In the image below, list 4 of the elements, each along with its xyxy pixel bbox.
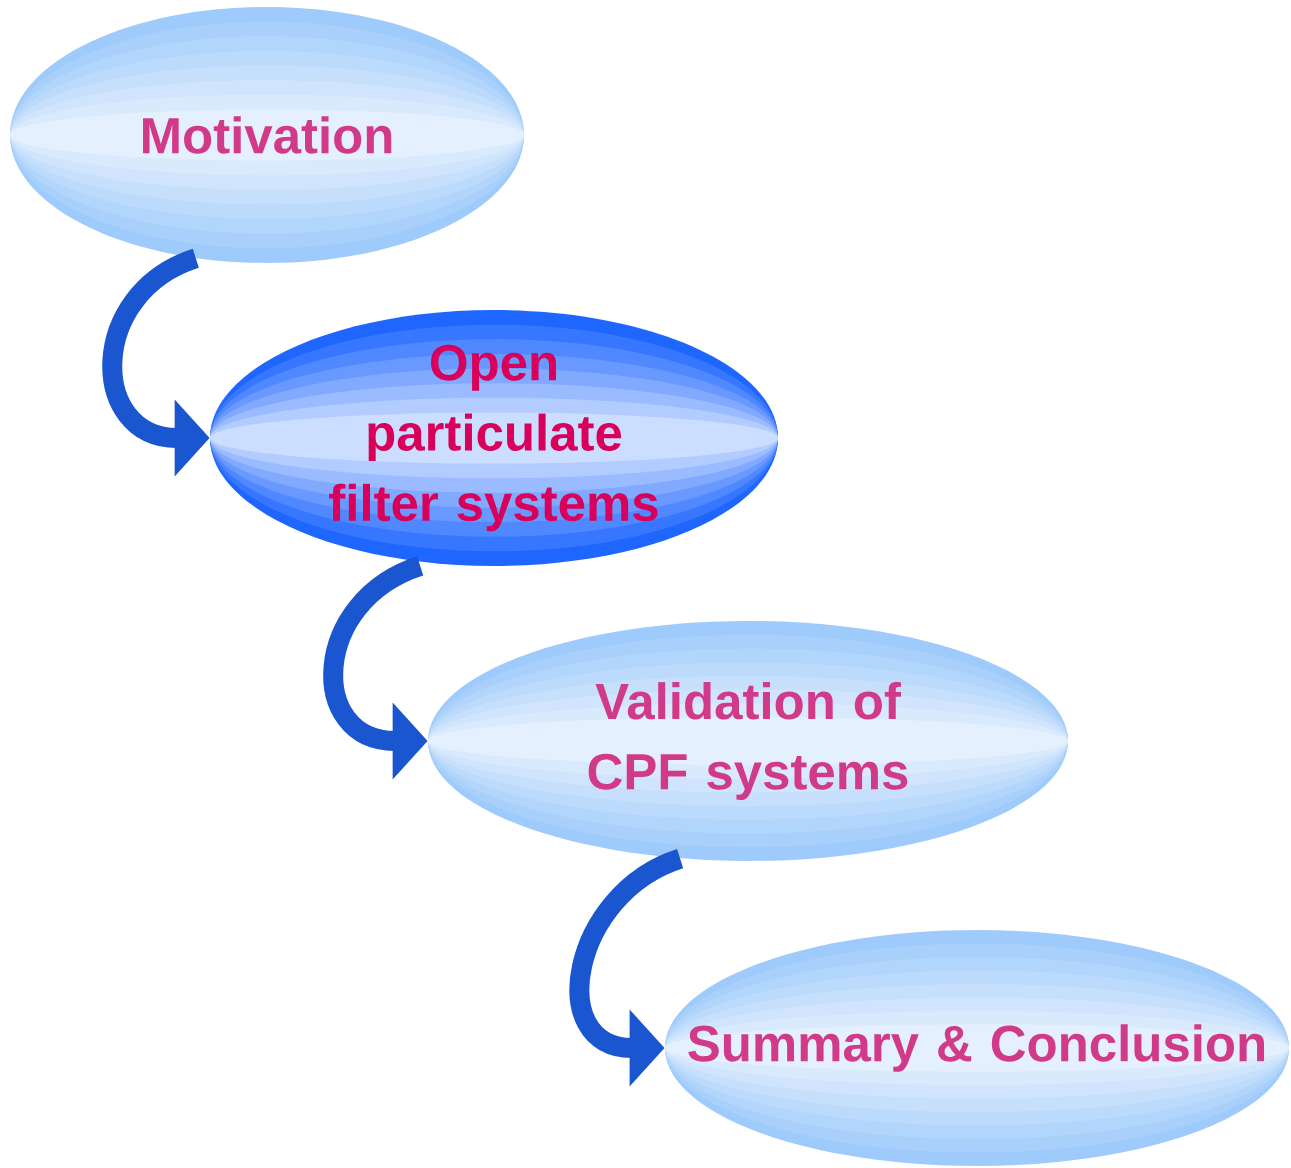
ellipse-step: Motivation (10, 7, 524, 263)
ellipse-step: Summary & Conclusion (665, 930, 1289, 1166)
ellipse-step: Open particulate filter systems (210, 310, 778, 566)
ellipse-step: Validation of CPF systems (428, 621, 1068, 861)
